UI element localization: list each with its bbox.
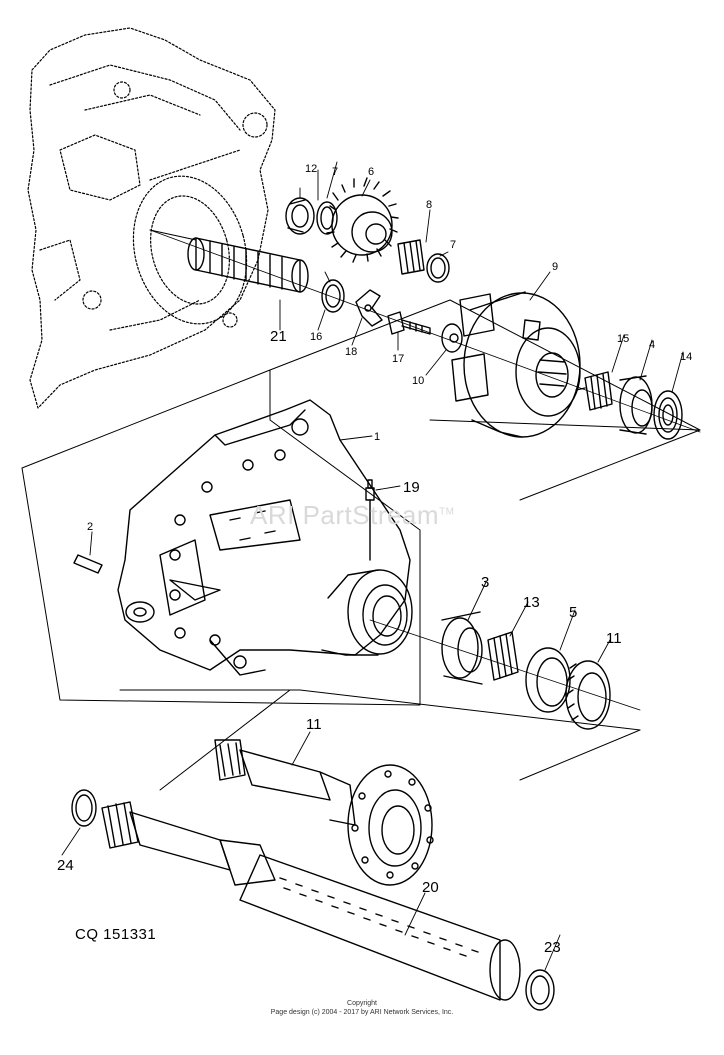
axle-shaft-12 [214,739,434,886]
callout-15: 14 [680,351,692,363]
upper-group-outline [269,299,701,501]
callout-16: 15 [617,333,629,345]
planet-carrier-9 [451,291,581,438]
callout-7-upper: 7 [332,166,338,178]
center-lines [149,229,701,711]
snap-ring-23 [525,969,555,1011]
pinion-14 [487,631,519,681]
callout-5: 5 [569,604,577,621]
seal-13 [565,660,611,730]
callout-18: 17 [392,353,404,365]
snap-ring-7-upper [316,201,338,235]
footer-copyright: Copyright [347,1000,377,1007]
seal-15 [653,390,683,440]
splined-shaft-22 [149,229,309,293]
callout-1: 1 [374,431,380,443]
pinion-16 [575,371,613,411]
watermark-trademark: TM [439,506,455,518]
bearing-cup-3 [441,611,483,685]
figure-code: CQ 151331 [75,926,157,943]
bearing-cup-4 [619,375,653,435]
callout-24: 24 [57,857,74,874]
callout-6: 6 [368,166,374,178]
seal-ring-5 [525,647,571,713]
callout-17: 16 [310,331,322,343]
ring-17 [321,279,345,313]
callout-20: 19 [403,479,420,496]
callout-10: 10 [412,375,424,387]
callout-4: 4 [649,339,655,351]
roller-bearing-8 [397,239,425,275]
callout-22: 21 [270,328,287,345]
callout-19: 18 [345,346,357,358]
leader-lines [61,161,684,971]
callout-9: 9 [552,261,558,273]
gear-6 [326,177,399,263]
callout-8: 8 [426,199,432,211]
axle-21 [101,801,521,1001]
transmission-housing [27,27,276,409]
lock-plate-19 [355,289,383,327]
watermark: ARI PartStreamTM [250,500,455,531]
callout-3: 3 [481,574,489,591]
callout-23: 23 [544,939,561,956]
callout-12: 11 [306,716,322,733]
callout-labels: 12 7 6 8 7 9 21 16 18 17 10 15 4 14 1 19… [57,163,692,956]
grease-fitting-20 [365,479,375,561]
callout-2: 2 [87,521,93,533]
footer-page-design: Page design (c) 2004 - 2017 by ARI Netwo… [270,1009,454,1016]
watermark-text: ARI PartStream [250,500,440,530]
bearing-11 [285,197,315,235]
callout-13: 11 [606,630,622,647]
callout-7-lower: 7 [450,239,456,251]
snap-ring-24 [71,789,97,827]
dowel-pin-2 [73,554,103,574]
axle-housing-1 [21,369,421,706]
callout-11: 12 [305,163,317,175]
snap-ring-7-lower [426,253,450,283]
callout-21: 20 [422,879,439,896]
callout-14: 13 [523,594,540,611]
